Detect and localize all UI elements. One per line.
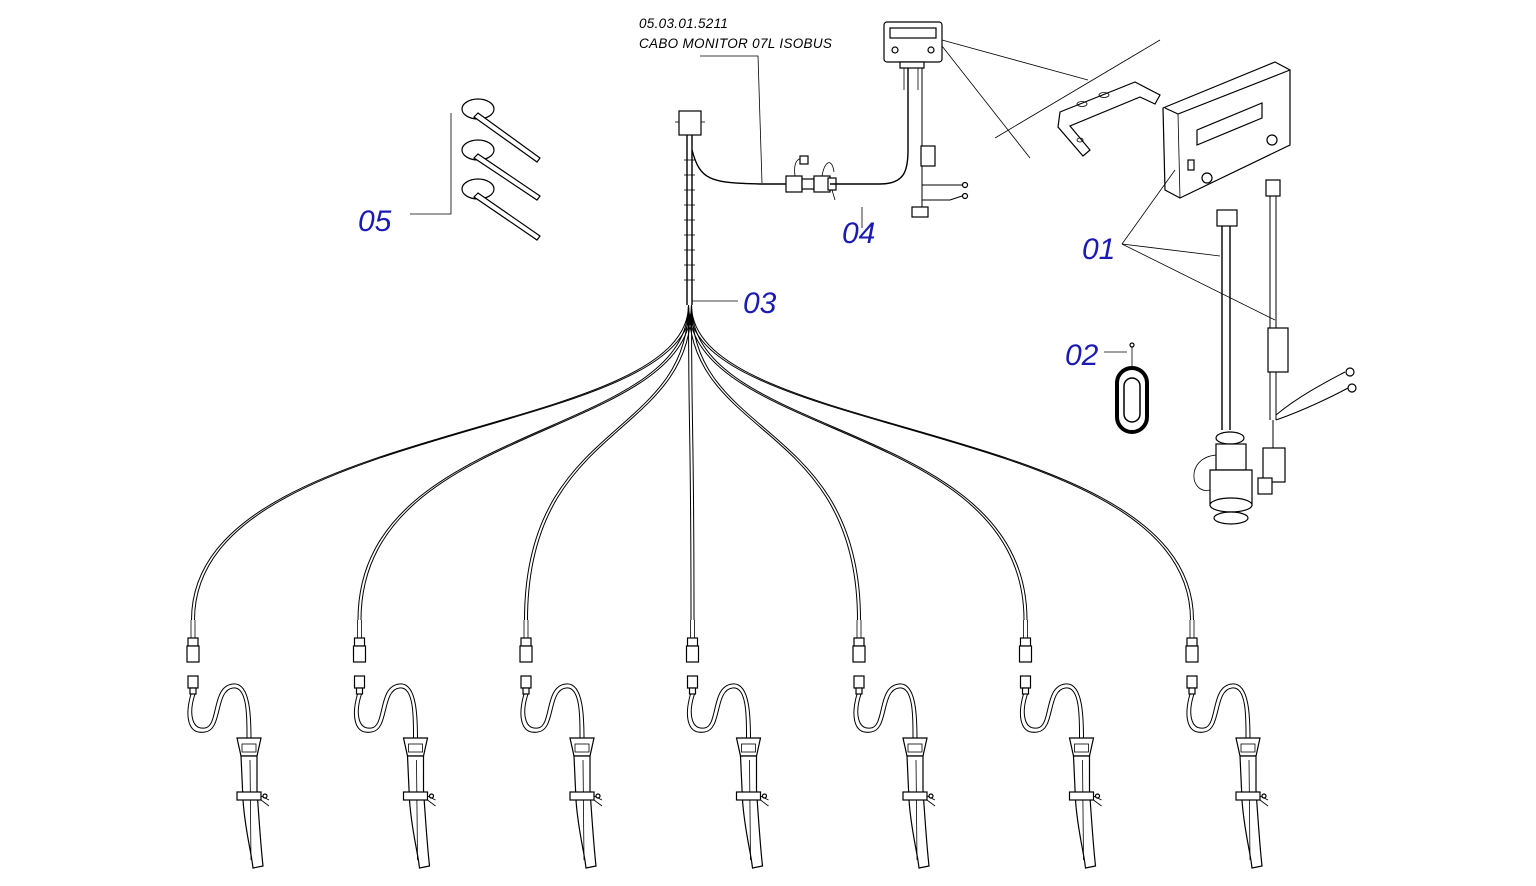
branch-connector [353, 637, 366, 647]
seed-sensor [1185, 620, 1269, 869]
branch-wire [688, 304, 692, 621]
sensor-connector [187, 675, 199, 689]
seed-sensor [186, 620, 270, 869]
callout-01-leader [1121, 243, 1276, 321]
seed-tube [906, 755, 930, 869]
sensor-funnel [1235, 737, 1261, 757]
branch-connector [1019, 637, 1032, 647]
seed-sensor [1018, 620, 1102, 869]
seed-tube [1239, 755, 1263, 869]
sensor-connector [353, 675, 366, 689]
retainer-ring [1104, 342, 1149, 434]
sensors-group [186, 620, 1269, 869]
cable-label-tag [1267, 327, 1289, 373]
extension-plug-left [785, 175, 803, 193]
extension-cable [691, 64, 969, 218]
seed-tube [406, 755, 431, 869]
cable-ties-group [461, 98, 541, 241]
monitor-cables [1193, 179, 1357, 525]
power-lead-label [920, 145, 936, 167]
view-leader-line [941, 45, 1031, 159]
callout-01-leader [1121, 243, 1221, 257]
sensor-funnel [902, 737, 928, 757]
view-leader-line [941, 39, 1089, 81]
callout-05-leader [410, 113, 452, 215]
callout-03: 03 [743, 287, 777, 320]
seed-sensor [352, 620, 436, 869]
sensor-funnel [1068, 737, 1095, 757]
callout-05: 05 [358, 205, 392, 238]
branch-wire [357, 304, 689, 621]
sensor-clamp [1235, 791, 1261, 801]
seed-tube [573, 755, 597, 869]
branch-wire [360, 304, 692, 621]
branch-wire [191, 304, 689, 621]
harness-branches [191, 304, 1194, 621]
sensor-connector [853, 675, 865, 689]
sensor-funnel [402, 737, 429, 757]
sensor-connector [520, 675, 532, 689]
title-code: 05.03.01.5211 [639, 16, 728, 31]
callout-04: 04 [842, 217, 875, 250]
monitor-knob [1266, 134, 1278, 146]
seed-tube [739, 755, 764, 869]
power-lead-plug [911, 206, 929, 218]
sensor-funnel [236, 737, 262, 757]
callout-01: 01 [1082, 233, 1115, 266]
cable-tie [461, 139, 541, 201]
branch-wire [524, 304, 689, 621]
cable-tie [461, 98, 541, 163]
view-leader-line [994, 39, 1161, 139]
sensor-connector [1019, 675, 1032, 689]
monitor-cable-connector [1216, 209, 1238, 227]
title-name: CABO MONITOR 07L ISOBUS [639, 36, 832, 51]
sensor-clamp [236, 791, 262, 801]
branch-wire [527, 304, 692, 621]
sensor-clamp [402, 791, 429, 801]
sensor-connector [686, 675, 699, 689]
branch-wire [691, 304, 1194, 621]
monitor-unit [1162, 61, 1291, 199]
branch-wire [688, 304, 1191, 621]
branch-connector [187, 637, 199, 647]
branch-wire [691, 304, 695, 621]
cable-tie [461, 178, 541, 241]
branch-wire [688, 304, 1025, 621]
sensor-connector [1186, 675, 1198, 689]
secondary-plug [1262, 447, 1286, 483]
monitor-power-button [1201, 172, 1213, 184]
branch-wire [691, 304, 861, 621]
monitor-bracket [1057, 81, 1161, 157]
branch-connector [853, 637, 865, 647]
sensor-clamp [1068, 791, 1095, 801]
callout-01-leader [1121, 169, 1176, 245]
retainer-ring-outer [1115, 366, 1149, 434]
sensor-funnel [735, 737, 762, 757]
branch-wire [194, 304, 692, 621]
branch-wire [688, 304, 858, 621]
retainer-ring-inner [1123, 377, 1141, 423]
main-harness [675, 110, 705, 305]
monitor-cable-connector [1265, 179, 1281, 197]
branch-connector [1186, 637, 1198, 647]
title-leader-line [700, 55, 763, 184]
harness-connector-block [678, 110, 702, 136]
sensor-clamp [569, 791, 595, 801]
monitor-small-view [883, 21, 943, 90]
sensor-funnel [569, 737, 595, 757]
branch-connector [686, 637, 699, 647]
callout-02: 02 [1065, 339, 1099, 372]
seed-tube [240, 755, 264, 869]
sensor-clamp [902, 791, 928, 801]
seed-sensor [519, 620, 603, 869]
seed-tube [1072, 755, 1097, 869]
seed-sensor [685, 620, 769, 869]
branch-wire [691, 304, 1028, 621]
seed-sensor [852, 620, 936, 869]
sensor-clamp [735, 791, 762, 801]
branch-connector [520, 637, 532, 647]
monitor-display [1196, 102, 1263, 146]
